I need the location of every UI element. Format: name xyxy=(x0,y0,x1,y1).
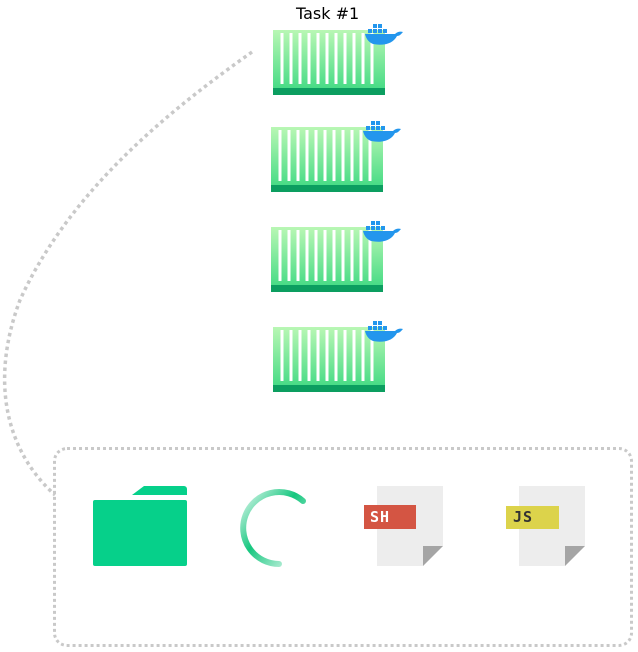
container-2-graphic xyxy=(271,121,401,192)
docker-whale-icon xyxy=(365,24,403,45)
folder-icon xyxy=(93,486,187,566)
task-title: Task #1 xyxy=(296,4,360,23)
js-file-badge xyxy=(506,506,559,529)
container-1 xyxy=(273,18,408,95)
container-1-graphic xyxy=(273,24,403,95)
docker-whale-icon xyxy=(363,221,401,242)
js-file-label: JS xyxy=(513,508,534,526)
loading-spinner-icon xyxy=(240,489,306,567)
js-file: JS xyxy=(504,486,588,568)
sh-file-badge xyxy=(364,505,416,529)
container-2 xyxy=(271,115,406,192)
container-4-graphic xyxy=(273,321,403,392)
docker-whale-icon xyxy=(365,321,403,342)
container-3-graphic xyxy=(271,221,401,292)
sh-file-label: SH xyxy=(370,508,391,526)
resource-tray xyxy=(53,447,633,647)
container-3 xyxy=(271,215,406,292)
container-4 xyxy=(273,315,408,392)
sh-file: SH xyxy=(362,486,446,568)
docker-whale-icon xyxy=(363,121,401,142)
